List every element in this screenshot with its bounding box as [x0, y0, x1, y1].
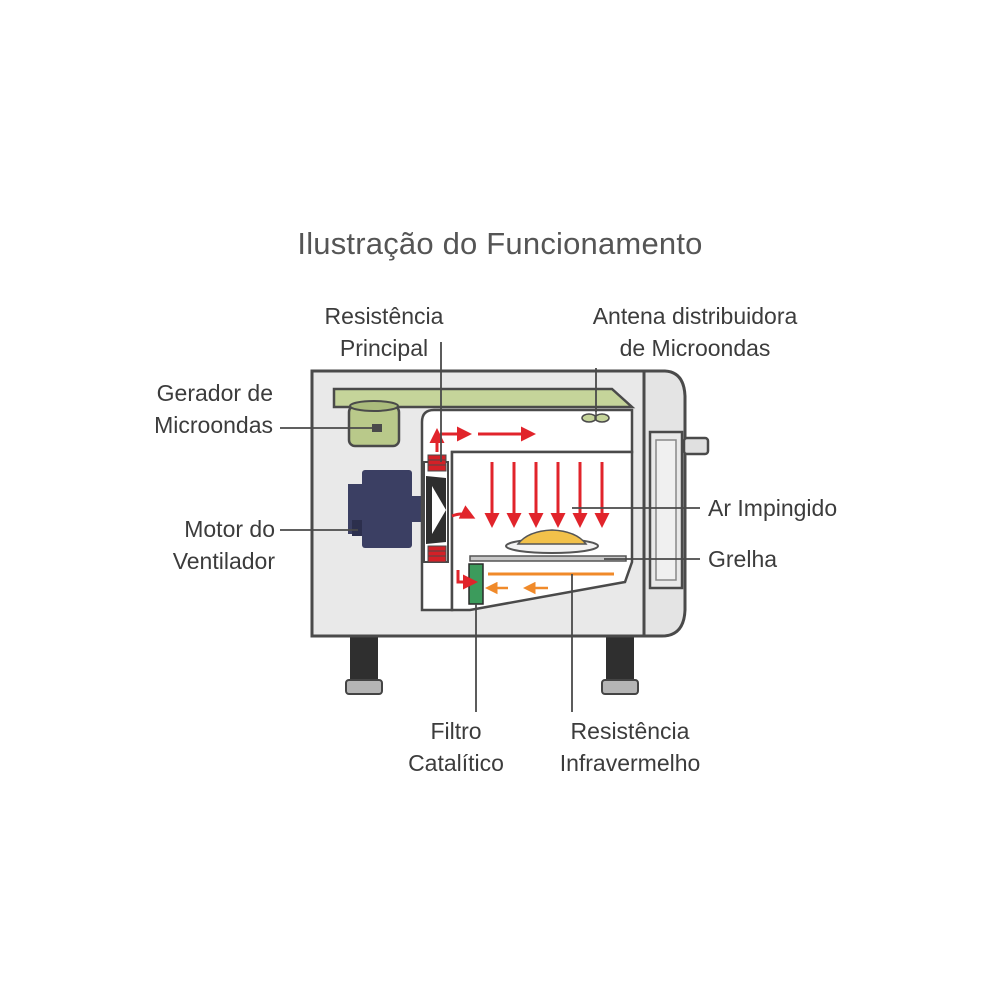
label-resistencia-principal-line2: Principal [339, 335, 429, 361]
oven-legs [345, 636, 639, 695]
antenna-rotor [581, 407, 610, 423]
left-leg [350, 636, 378, 680]
fan-motor [348, 470, 426, 548]
label-motor-line1: Motor do [184, 516, 275, 542]
right-foot [601, 679, 639, 695]
door-handle [682, 436, 710, 456]
diagram-title: Ilustração do Funcionamento [297, 226, 703, 261]
microwave-generator [347, 400, 401, 448]
label-resistencia-infra: Resistência Infravermelho [520, 715, 740, 779]
label-resistencia-infra-line1: Resistência [570, 718, 690, 744]
label-ar-impingido: Ar Impingido [708, 492, 888, 524]
antenna-waveguide [332, 387, 636, 409]
food-plate [505, 529, 599, 554]
label-resistencia-infra-line2: Infravermelho [559, 750, 701, 776]
label-gerador-line2: Microondas [154, 412, 273, 438]
label-ar-impingido-line1: Ar Impingido [708, 495, 838, 521]
label-motor-line2: Ventilador [172, 548, 275, 574]
label-gerador-line1: Gerador de [156, 380, 273, 406]
bottom-return-arrow [456, 570, 478, 590]
label-antena-line1: Antena distribuidora [592, 303, 798, 329]
label-antena: Antena distribuidora de Microondas [560, 300, 830, 364]
label-motor: Motor do Ventilador [100, 513, 275, 577]
label-filtro-line1: Filtro [430, 718, 482, 744]
label-grelha-line1: Grelha [708, 546, 778, 572]
label-filtro: Filtro Catalítico [376, 715, 536, 779]
label-resistencia-principal-line1: Resistência [324, 303, 444, 329]
label-resistencia-principal: Resistência Principal [296, 300, 472, 364]
grill-rack [469, 555, 627, 562]
label-gerador: Gerador de Microondas [100, 377, 273, 441]
leader-lines [280, 342, 700, 712]
label-antena-line2: de Microondas [619, 335, 771, 361]
label-grelha: Grelha [708, 543, 828, 575]
right-leg [606, 636, 634, 680]
label-filtro-line2: Catalítico [408, 750, 504, 776]
left-foot [345, 679, 383, 695]
fan-return-arrow [451, 505, 476, 519]
catalytic-filter [468, 563, 484, 605]
door-window-inner [655, 439, 677, 581]
fan-blades [426, 476, 446, 544]
airflow-arrows [429, 426, 610, 595]
